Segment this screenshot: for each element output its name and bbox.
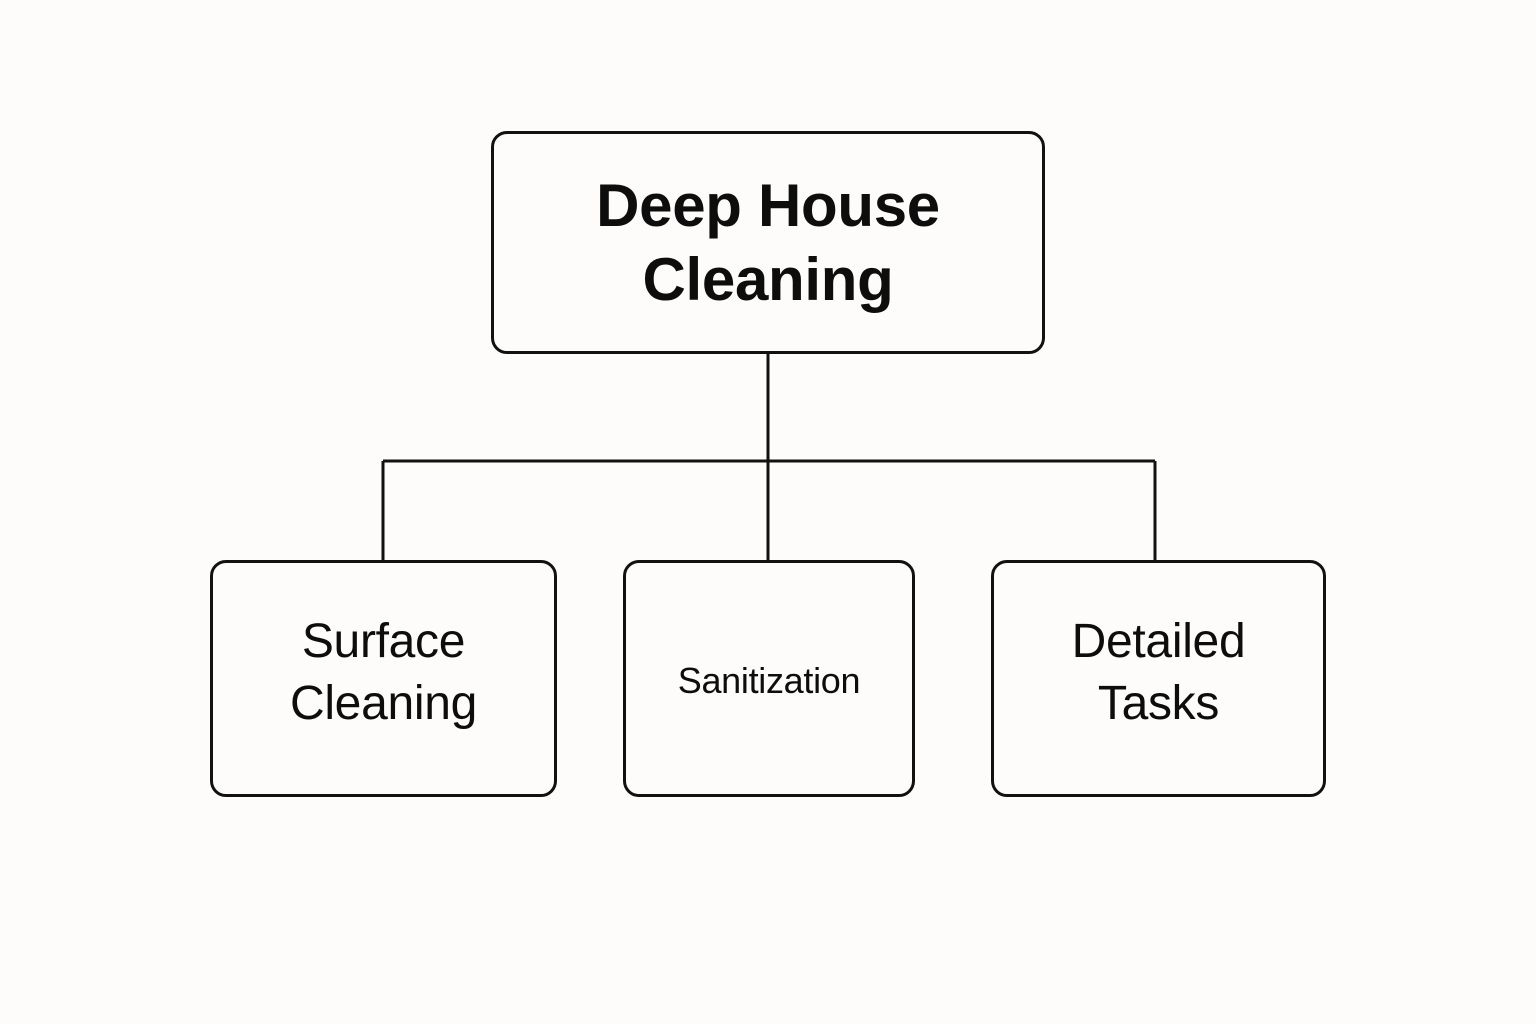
node-root[interactable]: Deep House Cleaning xyxy=(491,131,1045,354)
node-detailed-tasks[interactable]: Detailed Tasks xyxy=(991,560,1326,797)
node-root-label: Deep House Cleaning xyxy=(596,171,940,313)
node-surface-cleaning-label: Surface Cleaning xyxy=(289,614,478,730)
node-detailed-tasks-label: Detailed Tasks xyxy=(1071,614,1246,730)
node-sanitization[interactable]: Sanitization xyxy=(623,560,915,797)
node-surface-cleaning[interactable]: Surface Cleaning xyxy=(210,560,557,797)
node-sanitization-label: Sanitization xyxy=(677,659,861,701)
